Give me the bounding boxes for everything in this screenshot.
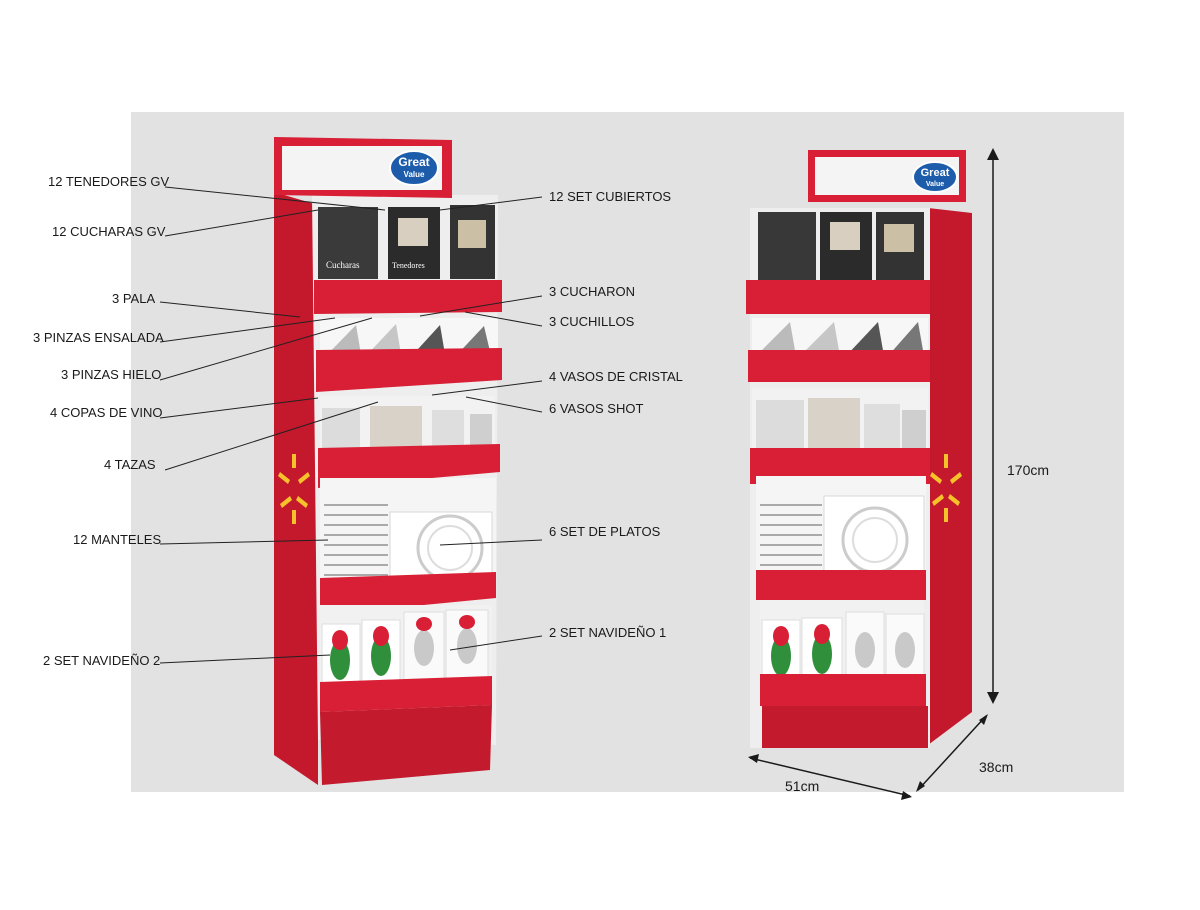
label-2-set-navideno-2: 2 SET NAVIDEÑO 2 xyxy=(43,653,161,668)
label-2-set-navideno-1: 2 SET NAVIDEÑO 1 xyxy=(549,625,667,640)
label-6-vasos-shot: 6 VASOS SHOT xyxy=(549,401,644,416)
walmart-spark-icon xyxy=(278,454,310,524)
package-tenedores: Tenedores xyxy=(392,261,425,270)
logo-text-great: Great xyxy=(398,155,429,169)
label-12-cucharas: 12 CUCHARAS GV xyxy=(52,224,166,239)
label-3-cucharon: 3 CUCHARON xyxy=(549,284,635,299)
label-3-cuchillos: 3 CUCHILLOS xyxy=(549,314,635,329)
dimension-arrows xyxy=(748,148,999,800)
label-4-tazas: 4 TAZAS xyxy=(104,457,156,472)
label-4-vasos-de-cristal: 4 VASOS DE CRISTAL xyxy=(549,369,683,384)
logo-text-value-right: Value xyxy=(926,181,944,188)
great-value-logo-right xyxy=(912,161,958,193)
logo-text-value: Value xyxy=(404,170,425,179)
package-cucharas: Cucharas xyxy=(326,260,360,270)
label-12-set-cubiertos: 12 SET CUBIERTOS xyxy=(549,189,672,204)
dimension-width: 51cm xyxy=(785,778,820,794)
label-3-pinzas-ensalada: 3 PINZAS ENSALADA xyxy=(33,330,164,345)
label-3-pala: 3 PALA xyxy=(112,291,156,306)
right-display-stand: Great Value xyxy=(746,150,972,748)
walmart-spark-icon-right xyxy=(930,454,962,522)
label-12-tenedores: 12 TENEDORES GV xyxy=(48,174,170,189)
great-value-logo xyxy=(389,150,439,186)
left-display-stand: Great Value Cucharas Tenedores xyxy=(274,137,502,785)
label-6-set-de-platos: 6 SET DE PLATOS xyxy=(549,524,661,539)
logo-text-great-right: Great xyxy=(921,167,950,179)
dimension-height: 170cm xyxy=(1007,462,1050,478)
label-3-pinzas-hielo: 3 PINZAS HIELO xyxy=(61,367,162,382)
label-4-copas-de-vino: 4 COPAS DE VINO xyxy=(50,405,163,420)
leader-lines xyxy=(159,186,543,664)
dimension-depth: 38cm xyxy=(979,759,1014,775)
label-12-manteles: 12 MANTELES xyxy=(73,532,162,547)
